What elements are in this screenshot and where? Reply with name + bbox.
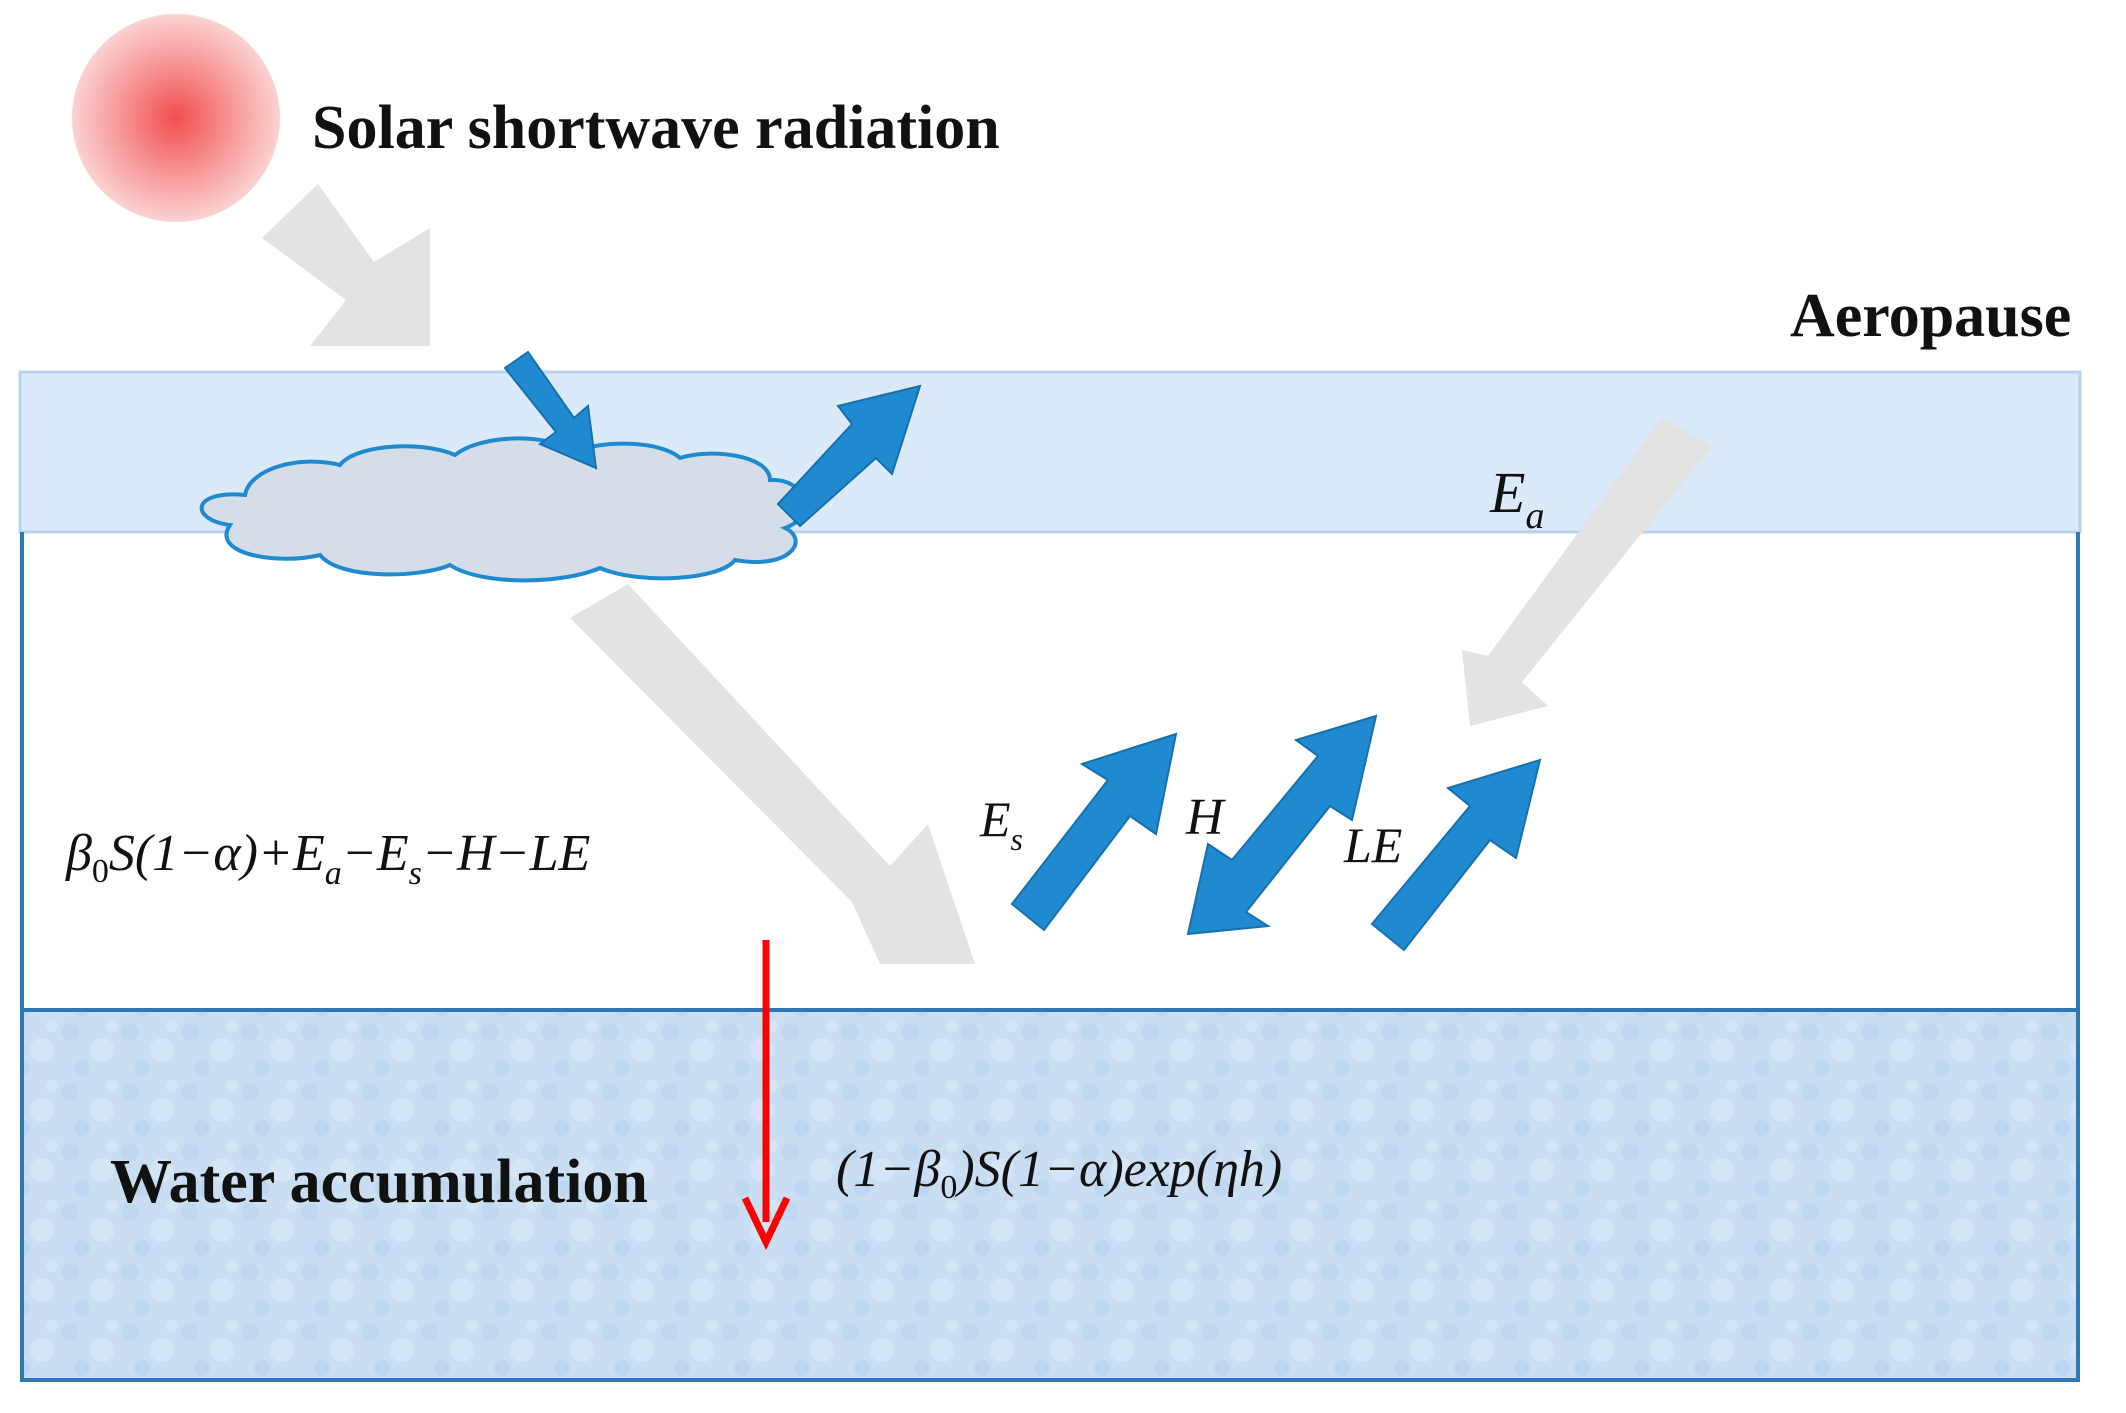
cloud-incoming-arrow: [503, 350, 598, 470]
h-symbol: H: [1185, 789, 1226, 846]
water-accumulation-label: Water accumulation: [110, 1148, 648, 1216]
aeropause-label: Aeropause: [1790, 282, 2071, 350]
sun-icon: [72, 14, 280, 222]
accumulation-arrow: [741, 940, 791, 1251]
transmitted-shortwave-arrow: [570, 584, 975, 964]
surface-emission-arrow: [1010, 732, 1178, 932]
incoming-solar-arrow: [262, 184, 430, 346]
solar-radiation-label: Solar shortwave radiation: [312, 94, 1000, 162]
surface-balance-equation: β0S(1−α)+Ea−Es−H−LE: [65, 825, 590, 892]
atmospheric-longwave-arrow: [1462, 418, 1712, 726]
es-symbol: Es: [979, 791, 1023, 857]
water-body: [20, 1008, 2080, 1382]
cloud-shape: [199, 436, 807, 583]
ea-symbol: Ea: [1489, 460, 1544, 537]
le-symbol: LE: [1343, 817, 1402, 873]
cloud-reflected-arrow: [776, 384, 922, 528]
latent-heat-arrow: [1370, 758, 1542, 952]
water-heat-equation: (1−β0)S(1−α)exp(ηh): [836, 1141, 1282, 1206]
sensible-heat-arrow: [1186, 714, 1378, 936]
